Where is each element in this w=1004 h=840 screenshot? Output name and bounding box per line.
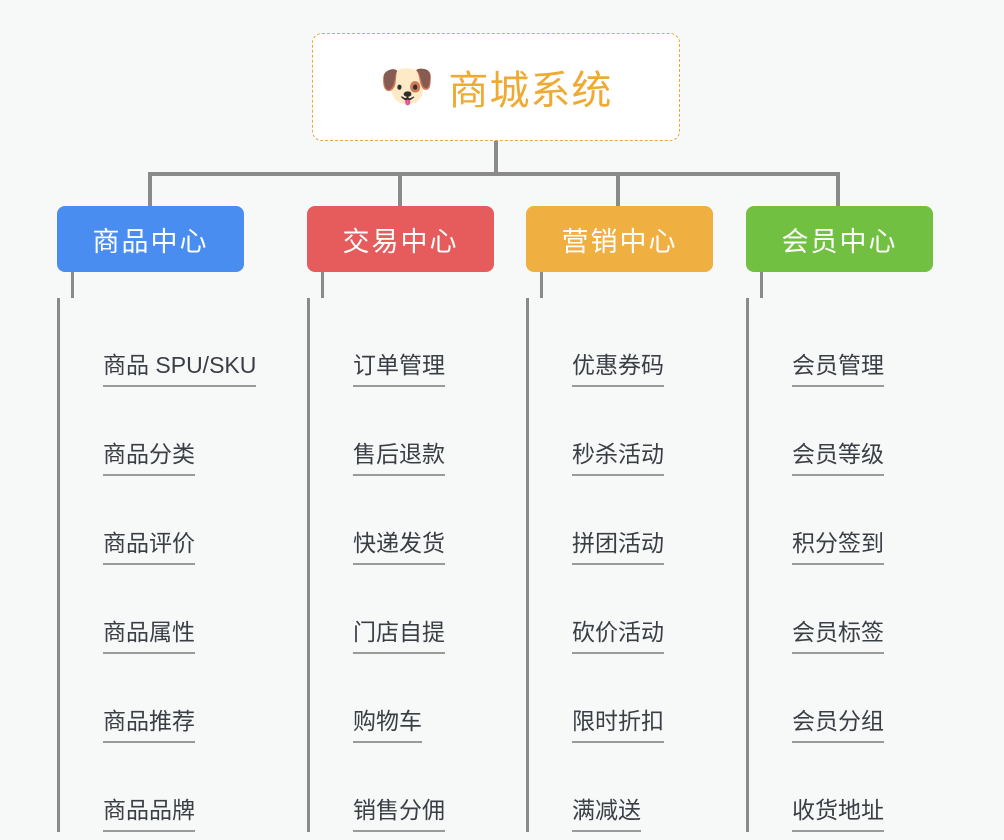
leaf-label: 门店自提 [353, 618, 445, 654]
branch-column-trade: 交易中心 订单管理 售后退款 快递发货 门店自提 购物车 销售分佣 [307, 206, 537, 832]
leaf-label: 秒杀活动 [572, 440, 664, 476]
leaf-label: 商品评价 [103, 529, 195, 565]
category-label: 会员中心 [781, 226, 898, 257]
leaf-label: 商品分类 [103, 440, 195, 476]
leaf-label: 限时折扣 [572, 707, 664, 743]
leaf-label: 积分签到 [792, 529, 884, 565]
connector-category-stem-2 [321, 272, 324, 298]
dog-face-icon: 🐶 [379, 61, 435, 112]
leaf-label: 商品 SPU/SKU [103, 351, 257, 387]
leaf-item[interactable]: 积分签到 [764, 476, 976, 565]
branch-column-marketing: 营销中心 优惠券码 秒杀活动 拼团活动 砍价活动 限时折扣 满减送 [526, 206, 756, 832]
leaf-label: 会员等级 [792, 440, 884, 476]
connector-drop-1 [148, 172, 152, 206]
leaf-label: 满减送 [572, 796, 641, 832]
leaf-label: 会员管理 [792, 351, 884, 387]
leaf-item[interactable]: 快递发货 [325, 476, 537, 565]
leaf-label: 商品属性 [103, 618, 195, 654]
leaf-label: 砍价活动 [572, 618, 664, 654]
leaf-item[interactable]: 拼团活动 [544, 476, 756, 565]
category-node-trade[interactable]: 交易中心 [307, 206, 494, 272]
leaf-list-marketing: 优惠券码 秒杀活动 拼团活动 砍价活动 限时折扣 满减送 [526, 298, 756, 832]
connector-drop-3 [616, 172, 620, 206]
leaf-item[interactable]: 商品品牌 [75, 743, 287, 832]
leaf-item[interactable]: 会员管理 [764, 298, 976, 387]
leaf-item[interactable]: 商品推荐 [75, 654, 287, 743]
category-node-product[interactable]: 商品中心 [57, 206, 244, 272]
leaf-list-product: 商品 SPU/SKU 商品分类 商品评价 商品属性 商品推荐 商品品牌 [57, 298, 287, 832]
leaf-list-trade: 订单管理 售后退款 快递发货 门店自提 购物车 销售分佣 [307, 298, 537, 832]
connector-drop-2 [398, 172, 402, 206]
leaf-item[interactable]: 会员等级 [764, 387, 976, 476]
leaf-item[interactable]: 砍价活动 [544, 565, 756, 654]
leaf-item[interactable]: 商品分类 [75, 387, 287, 476]
leaf-label: 订单管理 [353, 351, 445, 387]
leaf-item[interactable]: 商品评价 [75, 476, 287, 565]
leaf-item[interactable]: 优惠券码 [544, 298, 756, 387]
leaf-item[interactable]: 限时折扣 [544, 654, 756, 743]
leaf-item[interactable]: 会员标签 [764, 565, 976, 654]
leaf-item[interactable]: 会员分组 [764, 654, 976, 743]
leaf-item[interactable]: 收货地址 [764, 743, 976, 832]
category-node-marketing[interactable]: 营销中心 [526, 206, 713, 272]
leaf-label: 商品品牌 [103, 796, 195, 832]
leaf-item[interactable]: 售后退款 [325, 387, 537, 476]
leaf-label: 优惠券码 [572, 351, 664, 387]
category-node-member[interactable]: 会员中心 [746, 206, 933, 272]
leaf-item[interactable]: 门店自提 [325, 565, 537, 654]
leaf-item[interactable]: 购物车 [325, 654, 537, 743]
leaf-label: 商品推荐 [103, 707, 195, 743]
leaf-label: 拼团活动 [572, 529, 664, 565]
leaf-item[interactable]: 销售分佣 [325, 743, 537, 832]
branch-column-product: 商品中心 商品 SPU/SKU 商品分类 商品评价 商品属性 商品推荐 商品品牌 [57, 206, 287, 832]
connector-category-stem-3 [540, 272, 543, 298]
connector-root-stem [494, 141, 498, 176]
leaf-label: 购物车 [353, 707, 422, 743]
root-node[interactable]: 🐶 商城系统 [312, 33, 680, 141]
leaf-label: 收货地址 [792, 796, 884, 832]
branch-column-member: 会员中心 会员管理 会员等级 积分签到 会员标签 会员分组 收货地址 [746, 206, 976, 832]
category-label: 交易中心 [342, 226, 459, 257]
connector-drop-4 [836, 172, 840, 206]
leaf-label: 快递发货 [353, 529, 445, 565]
leaf-list-member: 会员管理 会员等级 积分签到 会员标签 会员分组 收货地址 [746, 298, 976, 832]
connector-horizontal-bus [150, 172, 840, 176]
root-node-title: 商城系统 [448, 69, 613, 113]
connector-category-stem-1 [71, 272, 74, 298]
connector-category-stem-4 [760, 272, 763, 298]
leaf-item[interactable]: 满减送 [544, 743, 756, 832]
leaf-item[interactable]: 商品属性 [75, 565, 287, 654]
leaf-item[interactable]: 订单管理 [325, 298, 537, 387]
leaf-label: 销售分佣 [353, 796, 445, 832]
category-label: 营销中心 [561, 226, 678, 257]
leaf-item[interactable]: 商品 SPU/SKU [75, 298, 287, 387]
leaf-item[interactable]: 秒杀活动 [544, 387, 756, 476]
category-label: 商品中心 [92, 226, 209, 257]
leaf-label: 会员标签 [792, 618, 884, 654]
leaf-label: 售后退款 [353, 440, 445, 476]
leaf-label: 会员分组 [792, 707, 884, 743]
